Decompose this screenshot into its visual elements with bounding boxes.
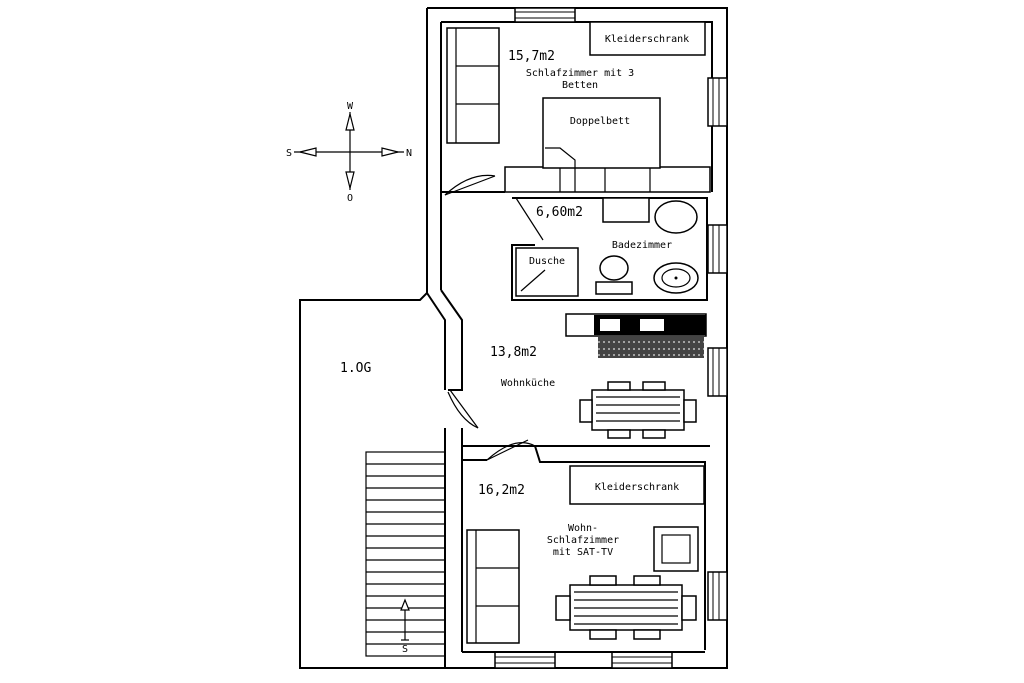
- living-name-line1: Wohn-: [568, 523, 598, 534]
- kitchen-name: Wohnküche: [501, 378, 555, 389]
- shower: [515, 247, 579, 297]
- wardrobe-top: [589, 21, 706, 56]
- window-kitchen: [707, 347, 728, 397]
- bedroom-area: 15,7m2: [508, 49, 555, 64]
- double-bed: [542, 97, 661, 169]
- compass-rose-icon: W O S N: [286, 101, 412, 204]
- window-bathroom: [707, 224, 728, 274]
- compass-north-label: W: [347, 101, 354, 112]
- compass-south-label: O: [347, 193, 353, 204]
- compass-west-label: S: [286, 148, 292, 159]
- bedroom-sofa: [446, 27, 500, 144]
- corridor: [426, 289, 706, 650]
- living-sofa: [466, 529, 520, 644]
- kitchen-area: 13,8m2: [490, 345, 537, 360]
- wardrobe-bottom: [569, 465, 705, 505]
- window-living: [707, 571, 728, 621]
- window-top: [514, 7, 576, 23]
- bedroom-door: [444, 174, 496, 196]
- window-bottom-right: [611, 651, 673, 669]
- living-name-line2: Schlafzimmer: [547, 535, 619, 546]
- bathroom: Dusche 6,60m2 Badezimmer: [511, 197, 708, 301]
- bathroom-area: 6,60m2: [536, 205, 583, 220]
- bedroom-name-line2: Betten: [562, 80, 598, 91]
- stairwell: 1.OG S: [340, 361, 446, 668]
- stairwell-label: 1.OG: [340, 361, 371, 376]
- bedroom: Kleiderschrank Doppelbett 15,7m2 Schlafz…: [441, 21, 711, 193]
- wardrobe-bottom-label: Kleiderschrank: [595, 482, 679, 493]
- window-bedroom: [707, 77, 728, 127]
- wardrobe-top-label: Kleiderschrank: [605, 34, 689, 45]
- stairs-direction-label: S: [402, 644, 408, 655]
- tv-cabinet: [653, 526, 699, 572]
- living-name-line3: mit SAT-TV: [553, 547, 613, 558]
- bath-cabinet: [602, 197, 650, 223]
- compass-east-label: N: [406, 148, 412, 159]
- window-bottom-left: [494, 651, 556, 669]
- living-area: 16,2m2: [478, 483, 525, 498]
- kitchen: 13,8m2 Wohnküche: [463, 345, 710, 447]
- kitchen-counter: [565, 313, 707, 358]
- bathroom-name: Badezimmer: [612, 240, 672, 251]
- toilet: [599, 255, 629, 281]
- bath-tub-round: [654, 200, 698, 234]
- double-bed-label: Doppelbett: [570, 116, 630, 127]
- stairs-arrow-icon: [400, 598, 410, 641]
- shower-label: Dusche: [529, 256, 565, 267]
- bedroom-name-line1: Schlafzimmer mit 3: [526, 68, 634, 79]
- living-room: Kleiderschrank 16,2m2 Wohn- Schlafzimmer…: [461, 460, 705, 653]
- kitchen-table: [591, 389, 685, 431]
